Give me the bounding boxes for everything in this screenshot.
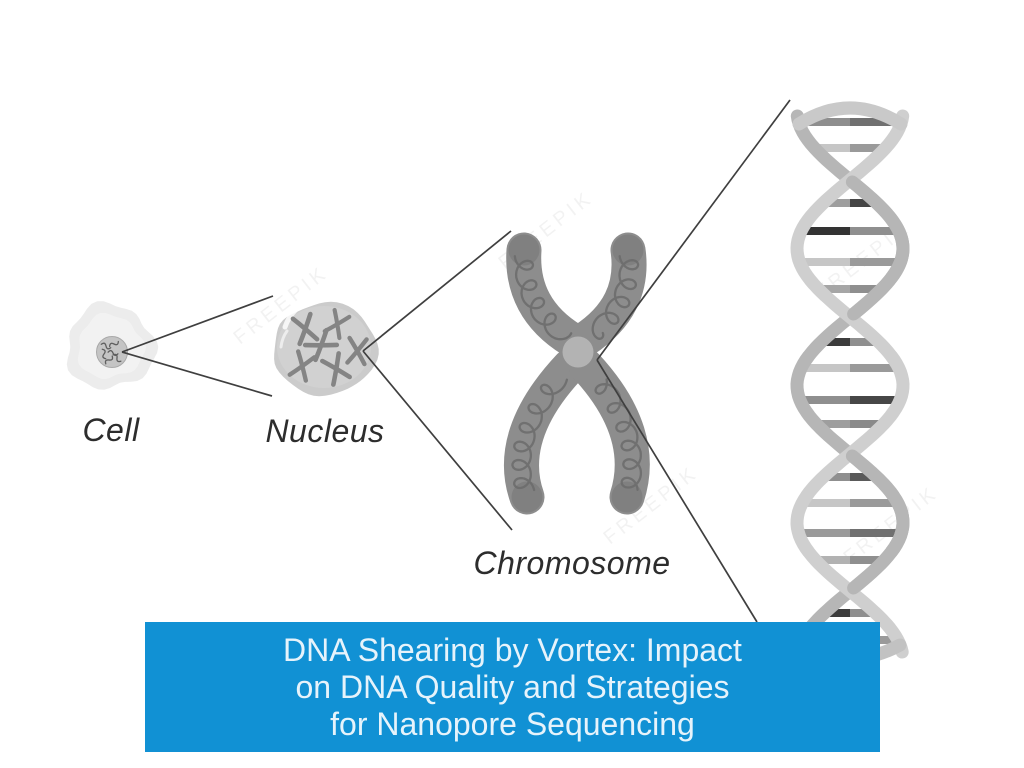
- dna-rung-right: [850, 499, 895, 507]
- centromere: [562, 336, 594, 368]
- nucleus-highlight: [282, 297, 315, 330]
- dna-rung-left: [827, 609, 850, 617]
- chromosome-coil: [513, 255, 573, 341]
- dna-rung-left: [821, 285, 850, 293]
- chromatin-squiggle: [109, 340, 119, 348]
- dna-rung-left: [817, 144, 850, 152]
- dna-rung-left: [805, 499, 850, 507]
- cell-label: Cell: [82, 412, 140, 448]
- dna-strand: [790, 109, 910, 659]
- chromosome-label: Chromosome: [473, 545, 671, 581]
- chromosome-coil: [511, 378, 569, 492]
- zoom-line: [362, 350, 513, 531]
- dna-rung-right: [850, 556, 882, 564]
- nucleus-label: Nucleus: [265, 413, 385, 449]
- dna-rung-left: [802, 258, 850, 266]
- dna-strand: [845, 175, 910, 321]
- dna-rung-right: [850, 420, 881, 428]
- chromosome-illustration: [503, 232, 650, 515]
- dna-rung-left: [804, 364, 850, 372]
- zoom-line: [596, 99, 791, 361]
- dna-rung-right: [850, 338, 876, 346]
- dna-rung-right: [850, 285, 879, 293]
- dna-rung-right: [850, 118, 899, 126]
- dna-rung-right: [850, 364, 896, 372]
- zoom-line: [121, 295, 274, 353]
- dna-rung-left: [801, 118, 850, 126]
- dna-rung-left: [818, 556, 850, 564]
- dna-rung-right: [850, 529, 899, 537]
- dna-rung-left: [801, 529, 850, 537]
- dna-rung-right: [850, 144, 883, 152]
- chromosome-arm-tip: [611, 481, 643, 513]
- chromosome-coil: [591, 254, 640, 340]
- dna-rung-right: [850, 258, 898, 266]
- dna-rung-left: [826, 199, 850, 207]
- mini-chromosome: [320, 351, 352, 387]
- nucleus-illustration: [274, 297, 379, 397]
- mini-chromosome: [302, 327, 340, 363]
- dna-rung-right: [850, 199, 874, 207]
- dna-rung-left: [819, 420, 850, 428]
- dna-top-cap: [792, 101, 908, 131]
- chromatin-squiggle: [104, 355, 114, 365]
- mini-chromosome: [287, 349, 317, 383]
- zoom-line: [121, 351, 273, 397]
- chromatin-squiggle: [100, 342, 112, 350]
- dna-helix-illustration: [790, 101, 910, 665]
- dna-rung-right: [850, 473, 874, 481]
- mini-chromosome: [290, 311, 320, 347]
- dna-rung-right: [850, 396, 898, 404]
- dna-rung-left: [804, 227, 850, 235]
- title-line-3: for Nanopore Sequencing: [330, 705, 695, 742]
- chromatin-squiggle: [101, 348, 107, 360]
- title-banner: DNA Shearing by Vortex: Impact on DNA Qu…: [145, 622, 880, 752]
- zoom-connector-lines: [121, 99, 791, 623]
- zoom-line: [596, 359, 758, 623]
- mini-chromosome: [345, 335, 369, 367]
- dna-rung-left: [824, 338, 850, 346]
- cell-illustration: [66, 301, 159, 390]
- dna-strand: [845, 449, 910, 595]
- title-line-1: DNA Shearing by Vortex: Impact: [283, 631, 742, 668]
- dna-rung-left: [802, 396, 850, 404]
- nucleus-highlight-small: [279, 329, 289, 349]
- dna-rung-left: [826, 473, 850, 481]
- zoom-line: [362, 230, 512, 352]
- title-line-2: on DNA Quality and Strategies: [295, 668, 730, 705]
- chromatin-squiggle: [112, 353, 122, 363]
- dna-rung-right: [850, 227, 896, 235]
- dna-rung-right: [850, 609, 873, 617]
- dna-strand: [790, 109, 910, 659]
